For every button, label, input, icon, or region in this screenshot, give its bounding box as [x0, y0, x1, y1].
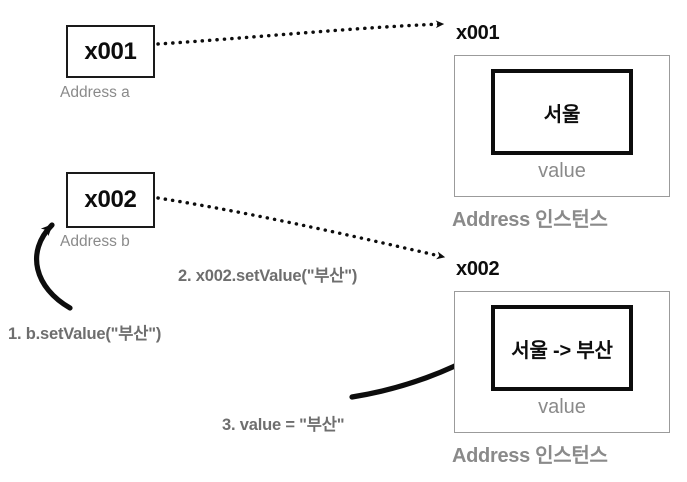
- variable-box-x002-label: x002: [84, 186, 137, 213]
- instance-outer-box-x002: 서울 -> 부산 value: [454, 291, 670, 433]
- step-1-label: 1. b.setValue("부산"): [8, 325, 162, 343]
- step-3-label: 3. value = "부산": [222, 416, 345, 434]
- instance-value-box-x001: 서울: [491, 69, 633, 155]
- instance-outer-box-x001: 서울 value: [454, 55, 670, 197]
- instance-caption-x002: Address 인스턴스: [452, 445, 608, 467]
- variable-box-x002: x002: [66, 172, 155, 228]
- instance-caption-x001: Address 인스턴스: [452, 209, 608, 231]
- instance-value-label-x001: value: [538, 160, 586, 182]
- variable-box-x001-label: x001: [84, 37, 137, 65]
- instance-title-x002: x002: [456, 258, 500, 280]
- instance-value-text-x002: 서울 -> 부산: [511, 339, 613, 362]
- instance-value-label-x002: value: [538, 396, 586, 418]
- step-2-label: 2. x002.setValue("부산"): [178, 267, 358, 285]
- variable-box-x001: x001: [66, 25, 155, 78]
- instance-title-x001: x001: [456, 22, 500, 44]
- instance-value-text-x001: 서울: [543, 103, 581, 126]
- variable-x001-sublabel: Address a: [60, 84, 130, 101]
- x002-reference-arrow: [156, 196, 446, 260]
- instance-value-box-x002: 서울 -> 부산: [491, 305, 633, 391]
- variable-x002-sublabel: Address b: [60, 233, 130, 250]
- x001-reference-arrow: [156, 20, 445, 46]
